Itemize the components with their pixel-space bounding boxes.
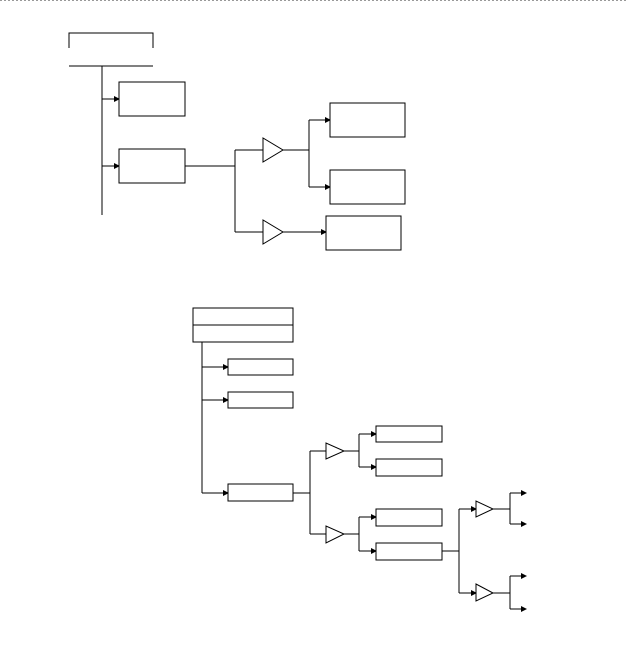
d2-box-5 [375, 458, 443, 477]
diagram-1 [68, 32, 406, 251]
d2-triangle-b [325, 525, 346, 544]
d1-box-e [325, 215, 402, 251]
d1-triangle-1 [262, 137, 284, 163]
d2-triangle-a [325, 442, 346, 460]
d1-triangle-2 [262, 219, 284, 245]
diagram-2 [192, 307, 527, 612]
d2-box-4 [375, 425, 443, 443]
d1-box-c [329, 102, 406, 138]
d2-box-3 [227, 483, 294, 502]
d2-triangle-c [475, 500, 495, 518]
d2-box-2 [227, 391, 294, 409]
d1-box-d [329, 169, 406, 205]
d2-box-7 [375, 542, 443, 561]
d1-header-box [68, 32, 154, 48]
d1-box-a [118, 81, 186, 117]
d2-box-6 [375, 508, 443, 527]
d1-box-b [118, 148, 186, 184]
d2-box-1 [227, 358, 294, 376]
d2-triangle-d [475, 583, 495, 602]
